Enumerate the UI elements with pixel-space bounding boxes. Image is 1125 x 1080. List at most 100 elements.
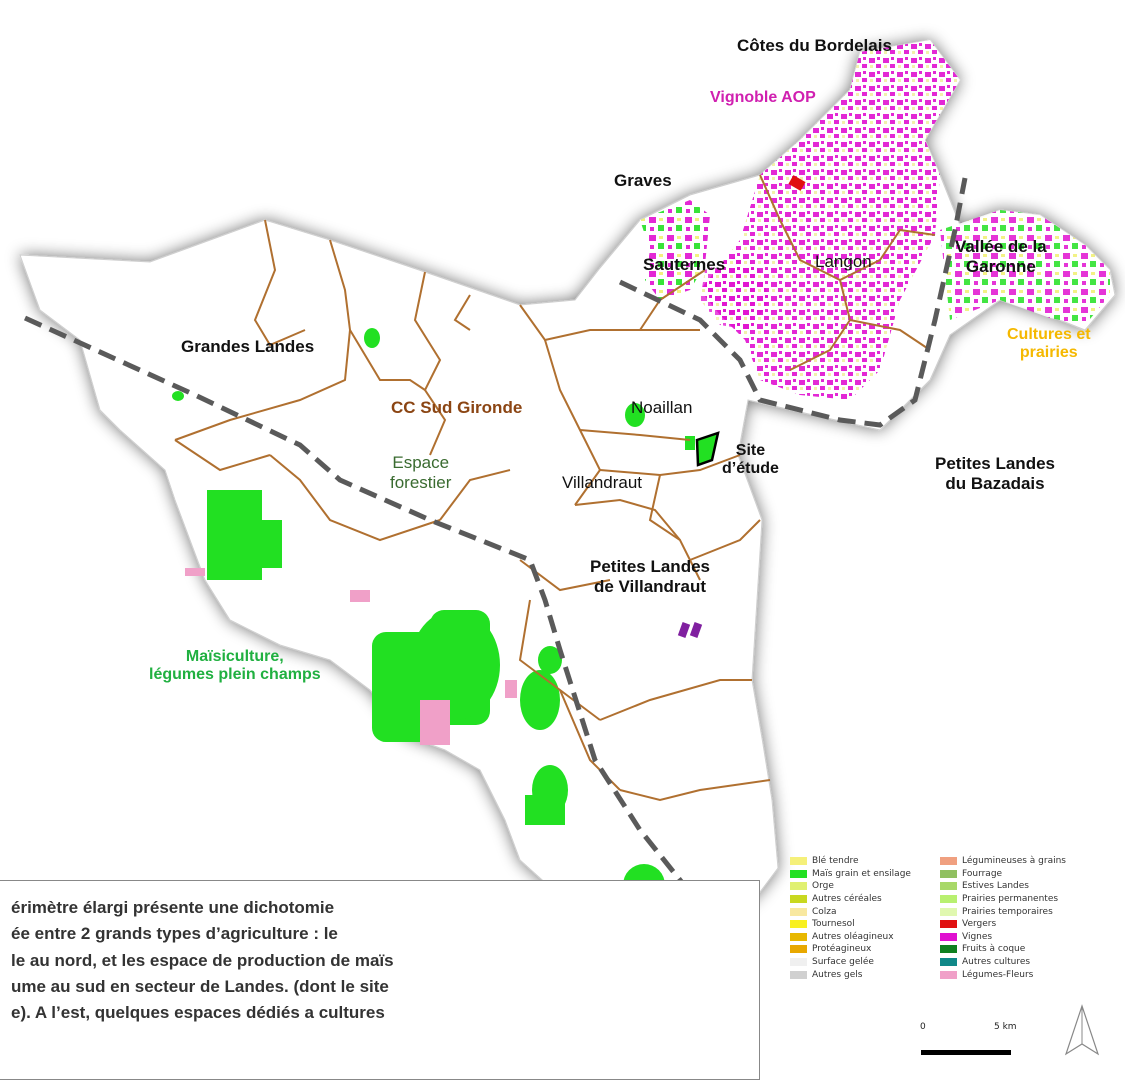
legend-label: Blé tendre — [812, 856, 859, 867]
legend-item: Maïs grain et ensilage — [790, 868, 911, 881]
legend-swatch — [790, 857, 807, 866]
legend-item: Vergers — [940, 918, 1066, 931]
legend-label: Orge — [812, 881, 834, 892]
label-sauternes: Sauternes — [643, 255, 726, 274]
legend-swatch — [940, 907, 957, 916]
legend-item: Autres gels — [790, 968, 911, 981]
legend-swatch — [940, 958, 957, 967]
legend-label: Maïs grain et ensilage — [812, 868, 911, 879]
legend-item: Fruits à coque — [940, 943, 1066, 956]
label-cultures-prairies: Cultures et prairies — [1007, 326, 1091, 363]
scale-five: 5 km — [994, 1022, 1017, 1032]
caption-line: érimètre élargi présente une dichotomie — [11, 898, 335, 917]
legend-label: Surface gelée — [812, 957, 874, 968]
legend-label: Fourrage — [962, 868, 1003, 879]
legend-item: Prairies temporaires — [940, 905, 1066, 918]
map-canvas — [19, 39, 1116, 1049]
legend-label: Vergers — [962, 919, 997, 930]
legend-item: Légumes-Fleurs — [940, 968, 1066, 981]
label-espace-forestier: Espace forestier — [390, 453, 451, 492]
label-site-line2: d’étude — [722, 460, 779, 478]
legend-item: Fourrage — [940, 868, 1066, 881]
legend-label: Autres gels — [812, 969, 863, 980]
label-plv-line2: de Villandraut — [593, 576, 707, 596]
legend-label: Autres céréales — [812, 894, 882, 905]
legend-swatch — [940, 857, 957, 866]
legend-label: Vignes — [962, 931, 993, 942]
legend-label: Autres oléagineux — [812, 931, 894, 942]
legend-item: Estives Landes — [940, 880, 1066, 893]
label-grandes-landes: Grandes Landes — [181, 337, 315, 356]
vineyard-area — [700, 40, 960, 400]
legend-label: Estives Landes — [962, 881, 1029, 892]
label-plb-line2: du Bazadais — [945, 473, 1045, 493]
label-vallee-garonne-line2: Garonne — [965, 256, 1036, 276]
sauternes-vineyard — [700, 255, 770, 330]
legend-item: Autres oléagineux — [790, 931, 911, 944]
legend-swatch — [940, 895, 957, 904]
label-site-line1: Site — [735, 442, 766, 459]
label-petites-landes-villandraut: Petites Landes de Villandraut — [590, 557, 710, 596]
purple-parcels — [677, 622, 703, 638]
label-cultures-prairies-line2: prairies — [1019, 344, 1078, 362]
legend-item: Surface gelée — [790, 956, 911, 969]
legend-swatch — [790, 945, 807, 954]
label-langon: Langon — [815, 252, 872, 271]
label-mais-line1: Maïsiculture, — [185, 648, 284, 665]
legend-label: Prairies temporaires — [962, 906, 1053, 917]
label-espace-line1: Espace — [392, 453, 450, 472]
label-cotes-bordelais: Côtes du Bordelais — [737, 36, 892, 55]
label-petites-landes-bazadais: Petites Landes du Bazadais — [935, 454, 1055, 493]
legend-swatch — [790, 920, 807, 929]
legend-item: Prairies permanentes — [940, 893, 1066, 906]
label-espace-line2: forestier — [390, 472, 452, 492]
legend-label: Fruits à coque — [962, 944, 1026, 955]
label-plb-line1: Petites Landes — [935, 454, 1055, 473]
label-maisiculture: Maïsiculture, légumes plein champs — [149, 648, 321, 685]
legend-item: Légumineuses à grains — [940, 855, 1066, 868]
legend-label: Autres cultures — [962, 957, 1031, 968]
legend-label: Protéagineux — [812, 944, 872, 955]
legend-item: Blé tendre — [790, 855, 911, 868]
legend-swatch — [790, 869, 807, 878]
caption-line: e). A l’est, quelques espaces dédiés a c… — [11, 1003, 385, 1023]
legend-swatch — [790, 932, 807, 941]
label-cc-sud-gironde: CC Sud Gironde — [391, 398, 523, 417]
legend-item: Vignes — [940, 931, 1066, 944]
label-vallee-garonne-line1: Vallée de la — [955, 237, 1047, 256]
legend-swatch — [790, 895, 807, 904]
caption-line: ée entre 2 grands types d’agriculture : … — [11, 924, 338, 944]
label-villandraut: Villandraut — [562, 473, 643, 492]
garonne-valley-crops — [940, 210, 1110, 325]
caption-line: ume au sud en secteur de Landes. (dont l… — [11, 977, 389, 997]
legend-item: Colza — [790, 905, 911, 918]
caption-line: le au nord, et les espace de production … — [11, 950, 394, 970]
legend-swatch — [940, 945, 957, 954]
legend-label: Légumes-Fleurs — [962, 969, 1034, 980]
label-vignoble-aop: Vignoble AOP — [710, 89, 816, 106]
zone-dividers — [23, 177, 968, 932]
legend-item: Orge — [790, 880, 911, 893]
legend-swatch — [940, 869, 957, 878]
legend-swatch — [790, 970, 807, 979]
legend-label: Légumineuses à grains — [962, 856, 1066, 867]
graves-vineyard — [640, 200, 710, 300]
legend-item: Tournesol — [790, 918, 911, 931]
legend-swatch — [940, 970, 957, 979]
label-plv-line1: Petites Landes — [590, 557, 710, 576]
scale-zero: 0 — [920, 1022, 926, 1032]
label-noaillan: Noaillan — [631, 398, 693, 417]
label-cultures-prairies-line1: Cultures et — [1007, 326, 1091, 343]
legend-label: Tournesol — [812, 919, 855, 930]
study-site-polygon — [695, 431, 720, 467]
legend-swatch — [940, 932, 957, 941]
maize-fields — [172, 328, 695, 906]
legend-item: Autres céréales — [790, 893, 911, 906]
label-site-etude: Site d’étude — [722, 442, 779, 479]
label-mais-line2: légumes plein champs — [149, 666, 321, 684]
legend-item: Autres cultures — [940, 956, 1066, 969]
legend-swatch — [790, 958, 807, 967]
